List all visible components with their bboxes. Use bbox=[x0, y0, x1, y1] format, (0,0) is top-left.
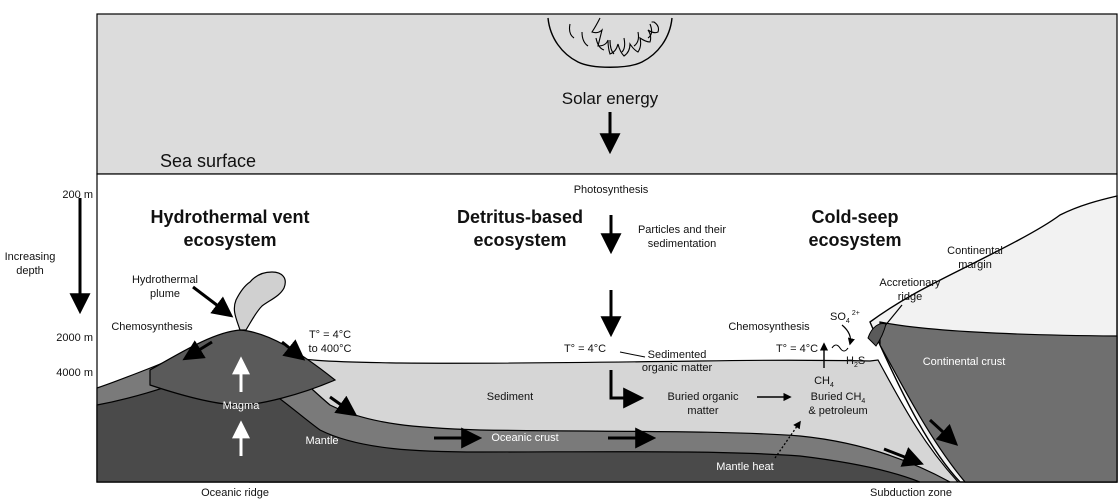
sedimented-label-2: organic matter bbox=[642, 362, 713, 374]
magma-label: Magma bbox=[223, 400, 261, 412]
increasing-depth-label-2: depth bbox=[16, 265, 44, 277]
particles-label: Particles and their bbox=[638, 224, 726, 236]
so4-label: SO42+ bbox=[830, 310, 860, 325]
crust-flow-arrow-1 bbox=[329, 395, 358, 417]
depth-2000-label: 2000 m bbox=[56, 332, 93, 344]
sea-surface-label: Sea surface bbox=[160, 151, 256, 171]
detritus-heading: Detritus-based bbox=[457, 207, 583, 227]
buried-organic-label-2: matter bbox=[687, 405, 719, 417]
accretionary-pointer bbox=[883, 304, 903, 328]
h2s-label: H2S bbox=[846, 355, 865, 369]
temp-mid-label: T° = 4°C bbox=[564, 343, 606, 355]
burial-arrow bbox=[609, 370, 645, 409]
buried-ch4-label: Buried CH4 bbox=[811, 391, 866, 405]
depth-200-label: 200 m bbox=[62, 189, 93, 201]
ridge-flow-arrow-left bbox=[182, 340, 213, 361]
hydrothermal-heading-2: ecosystem bbox=[183, 230, 276, 250]
accretionary-ridge-shape bbox=[867, 323, 887, 347]
buried-ch4-label-2: & petroleum bbox=[808, 405, 867, 417]
chemosynthesis-right-label: Chemosynthesis bbox=[728, 321, 810, 333]
continental-crust-label: Continental crust bbox=[923, 356, 1006, 368]
hydrothermal-plume-label: Hydrothermal bbox=[132, 274, 198, 286]
accretionary-ridge-label: Accretionary bbox=[879, 277, 941, 289]
mantle-heat-arrow bbox=[774, 420, 801, 459]
continental-margin-label-2: margin bbox=[958, 259, 992, 271]
subduction-zone-label: Subduction zone bbox=[870, 487, 952, 499]
hydrothermal-heading: Hydrothermal vent bbox=[150, 207, 309, 227]
sediment-label: Sediment bbox=[487, 391, 533, 403]
sedimented-label: Sedimented bbox=[648, 349, 707, 361]
accretionary-ridge-label-2: ridge bbox=[898, 291, 922, 303]
subduction-arrow-1 bbox=[883, 447, 924, 467]
mantle-heat-label: Mantle heat bbox=[716, 461, 773, 473]
particles-label-2: sedimentation bbox=[648, 238, 717, 250]
hydrothermal-plume-label-2: plume bbox=[150, 288, 180, 300]
coldseep-heading-2: ecosystem bbox=[808, 230, 901, 250]
temp-vent-label: T° = 4°C bbox=[309, 329, 351, 341]
increasing-depth-label: Increasing bbox=[5, 251, 56, 263]
plume-pointer-arrow bbox=[192, 285, 234, 318]
mantle-label: Mantle bbox=[305, 435, 338, 447]
ridge-flow-arrow-right bbox=[281, 339, 306, 361]
h2s-wave bbox=[831, 344, 849, 352]
depth-4000-label: 4000 m bbox=[56, 367, 93, 379]
sun-icon bbox=[547, 17, 673, 68]
detritus-heading-2: ecosystem bbox=[473, 230, 566, 250]
chemosynthesis-left-label: Chemosynthesis bbox=[111, 321, 193, 333]
continental-margin-label: Continental bbox=[947, 245, 1003, 257]
solar-energy-label: Solar energy bbox=[562, 89, 659, 108]
hydrothermal-plume bbox=[233, 271, 286, 331]
oceanic-crust-label: Oceanic crust bbox=[491, 432, 558, 444]
temp-seep-label: T° = 4°C bbox=[776, 343, 818, 355]
sedimented-pointer bbox=[619, 351, 646, 358]
so4-arrow bbox=[841, 324, 855, 346]
subduction-arrow-2 bbox=[928, 418, 959, 446]
temp-vent-label-2: to 400°C bbox=[309, 343, 352, 355]
buried-organic-label: Buried organic bbox=[668, 391, 739, 403]
oceanic-ridge-label: Oceanic ridge bbox=[201, 487, 269, 499]
photosynthesis-label: Photosynthesis bbox=[574, 184, 649, 196]
coldseep-heading: Cold-seep bbox=[811, 207, 898, 227]
ch4-label: CH4 bbox=[814, 375, 834, 389]
